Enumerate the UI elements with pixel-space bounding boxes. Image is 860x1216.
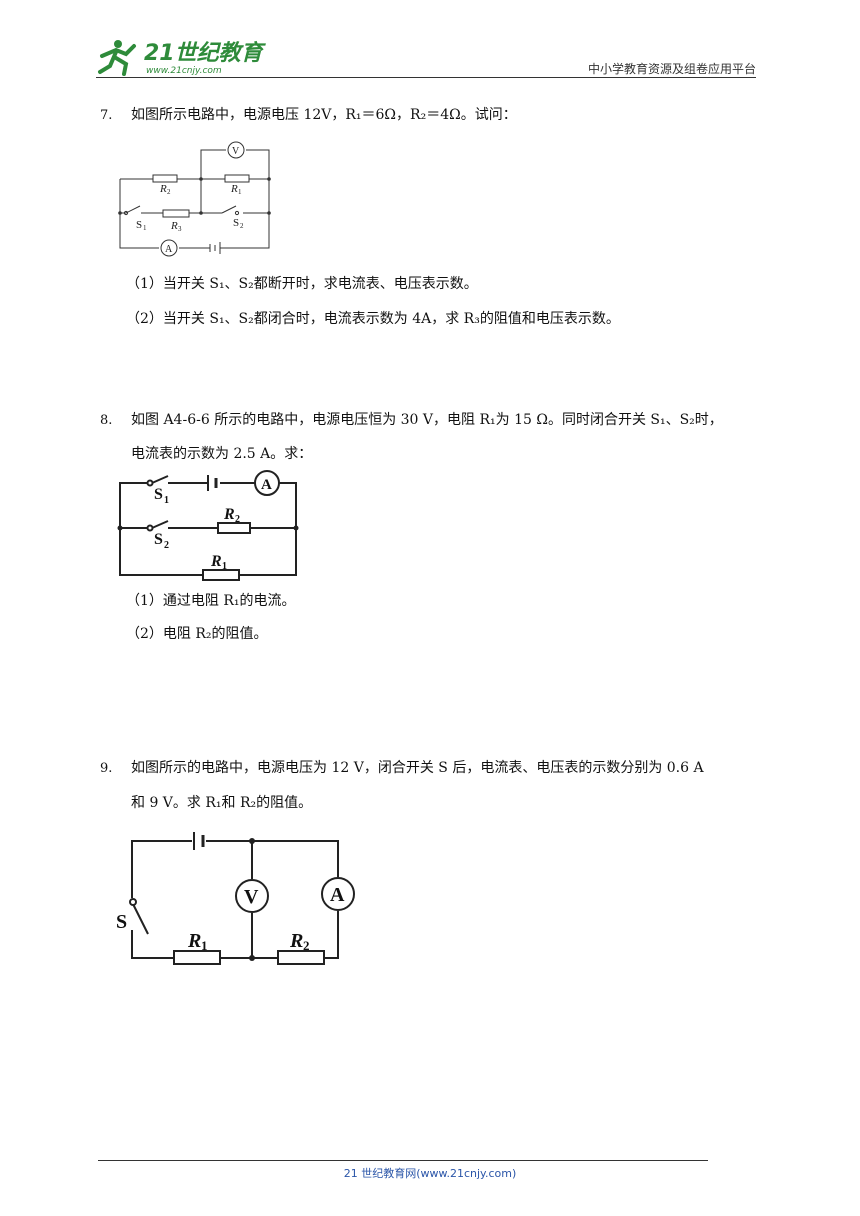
header-divider [96,77,756,78]
header-platform-name: 中小学教育资源及组卷应用平台 [587,62,756,76]
resistor-r1 [224,174,250,183]
q9-number: 9. [100,761,113,776]
resistor-r1 [173,950,221,965]
voltmeter-label: V [244,886,259,908]
q9-stem-line1: 如图所示的电路中，电源电压为 12 V，闭合开关 S 后，电流表、电压表的示数分… [131,760,704,776]
q8-subquestion-1: （1）通过电阻 R₁的电流。 [126,593,296,609]
switch-s2 [221,205,237,214]
svg-text:1: 1 [238,188,242,196]
ammeter-label: A [165,244,173,255]
svg-text:1: 1 [164,495,169,506]
site-logo: 21世纪教育 www.21cnjy.com [96,34,267,78]
ammeter-label: A [261,477,272,493]
ammeter-label: A [330,884,345,906]
svg-text:2: 2 [164,540,169,551]
svg-text:S: S [154,531,163,548]
ammeter-icon [254,470,280,496]
q7-subquestion-1: （1）当开关 S₁、S₂都断开时，求电流表、电压表示数。 [126,276,478,292]
runner-logo-icon [98,40,136,76]
resistor-r3 [162,209,190,218]
svg-text:S: S [233,217,239,229]
svg-text:2: 2 [235,514,240,525]
svg-text:2: 2 [167,188,171,196]
svg-text:R: R [223,506,235,523]
q9-stem-line2: 和 9 V。求 R₁和 R₂的阻值。 [131,795,313,811]
ammeter-icon [321,877,355,911]
q8-subquestion-2: （2）电阻 R₂的阻值。 [126,626,268,642]
svg-text:R: R [170,220,178,232]
svg-text:R: R [289,930,303,952]
svg-text:1: 1 [222,561,227,572]
svg-text:R: R [187,930,201,952]
voltmeter-icon [235,879,269,913]
voltmeter-icon [227,141,245,159]
switch-label: S [116,911,127,933]
q8-stem-line1: 如图 A4-6-6 所示的电路中，电源电压恒为 30 V，电阻 R₁为 15 Ω… [131,412,723,428]
logo-url: www.21cnjy.com [146,66,222,76]
switch-s1 [125,205,141,214]
voltmeter-label: V [232,146,240,157]
q7-subquestion-2: （2）当开关 S₁、S₂都闭合时，电流表示数为 4A，求 R₃的阻值和电压表示数… [126,311,620,327]
svg-text:2: 2 [240,222,244,230]
svg-text:R: R [159,183,167,195]
resistor-r2 [217,522,251,534]
footer-divider [98,1160,708,1161]
svg-text:S: S [154,486,163,503]
switch-s [131,901,149,935]
svg-text:S: S [136,219,142,231]
q8-stem-line2: 电流表的示数为 2.5 A。求： [131,446,313,462]
resistor-r2 [277,950,325,965]
switch-s1 [151,475,169,484]
svg-text:3: 3 [178,225,182,233]
q7-stem: 如图所示电路中，电源电压 12V，R₁＝6Ω，R₂＝4Ω。试问： [131,107,517,123]
svg-text:R: R [230,183,238,195]
svg-text:R: R [210,553,222,570]
resistor-r1 [202,569,240,581]
footer-link[interactable]: 21 世纪教育网(www.21cnjy.com) [343,1167,517,1180]
q7-number: 7. [100,108,113,123]
switch-s2 [151,520,169,529]
q8-number: 8. [100,413,113,428]
svg-text:1: 1 [143,224,147,232]
resistor-r2 [152,174,178,183]
svg-text:1: 1 [201,938,208,953]
ammeter-icon [160,239,178,257]
logo-text: 21世纪教育 [144,40,266,66]
svg-text:2: 2 [303,938,310,953]
